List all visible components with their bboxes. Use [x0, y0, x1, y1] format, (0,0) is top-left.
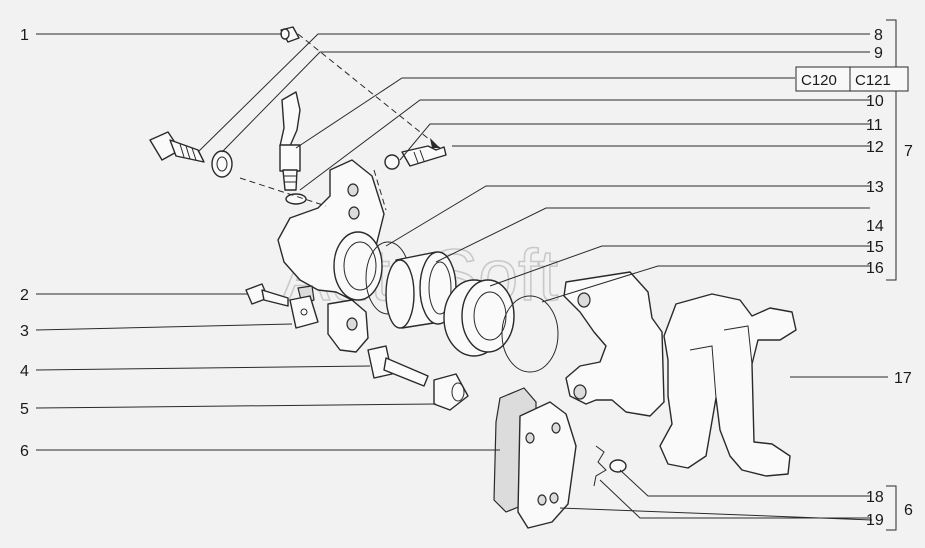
group-brackets [886, 19, 897, 531]
callout-6-group: 6 [904, 502, 913, 519]
part-1-cap [280, 26, 300, 43]
callout-14: 14 [866, 218, 884, 235]
callout-6: 6 [20, 443, 29, 460]
arrow-head [430, 138, 440, 148]
callout-19: 19 [866, 512, 884, 529]
callout-13: 13 [866, 179, 884, 196]
callout-1: 1 [20, 27, 29, 44]
part-3-plate [289, 295, 319, 329]
part-15-dust-boot [443, 279, 515, 357]
part-10-hose-fitting [279, 91, 307, 205]
part-9-washer [211, 150, 233, 178]
part-4-guide-pin [367, 345, 429, 387]
callout-7: 7 [904, 143, 913, 160]
part-12-bleeder-cap [384, 154, 400, 170]
caliper-body [277, 159, 385, 353]
reference-boxes: C120 C121 [795, 66, 909, 92]
part-16-retaining-ring [501, 295, 559, 373]
part-8-bolt [149, 131, 205, 163]
callout-2: 2 [20, 287, 29, 304]
callout-5: 5 [20, 401, 29, 418]
part-14-piston [385, 251, 457, 329]
caliper-bracket [563, 271, 665, 417]
part-18-screw [609, 459, 627, 473]
ref-box-c121 [849, 66, 909, 92]
callout-8: 8 [874, 27, 883, 44]
part-19-spring-clip [593, 445, 607, 487]
part-11-bleeder-screw [401, 145, 447, 167]
ref-c120: C120 [801, 72, 837, 89]
leader-lines [35, 33, 888, 521]
callout-16: 16 [866, 260, 884, 277]
callout-9: 9 [874, 45, 883, 62]
callout-labels: 1 2 3 4 5 6 8 9 10 11 12 7 13 14 15 16 1… [20, 27, 913, 529]
part-17-spring-frame [659, 293, 797, 477]
callout-4: 4 [20, 363, 29, 380]
callout-18: 18 [866, 489, 884, 506]
callout-17: 17 [894, 370, 912, 387]
callout-11: 11 [866, 117, 883, 134]
callout-3: 3 [20, 323, 29, 340]
part-2-guide-bolt [245, 283, 289, 307]
ref-box-c120 [795, 66, 851, 92]
callout-10: 10 [866, 93, 884, 110]
callout-12: 12 [866, 139, 884, 156]
ref-c121: C121 [855, 72, 891, 89]
part-6-brake-pads [493, 387, 577, 529]
part-5-pin-boot [433, 373, 469, 411]
callout-15: 15 [866, 239, 884, 256]
